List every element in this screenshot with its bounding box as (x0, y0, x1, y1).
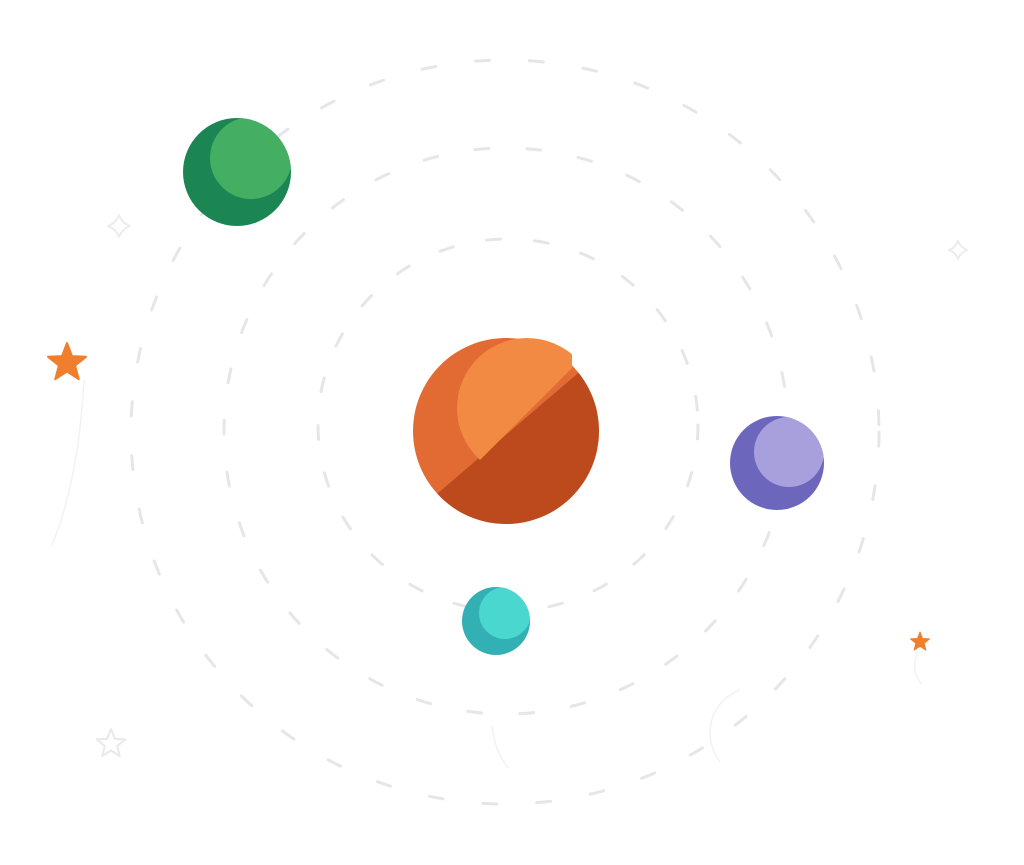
outline-star-bottom-left (95, 728, 127, 758)
orange-star-small (910, 631, 930, 651)
trail-line-bottom (709, 689, 741, 763)
outer-orbit (129, 58, 881, 806)
purple-planet (730, 416, 824, 510)
orange-star-large (47, 342, 87, 381)
trail-line-right (914, 651, 923, 685)
sun-planet (413, 338, 599, 524)
teal-planet (462, 587, 530, 655)
trail-line-teal (491, 724, 509, 769)
green-planet (183, 118, 291, 226)
trail-line-left (51, 379, 85, 546)
outline-sparkle-top-right (948, 240, 968, 260)
outline-sparkle-top-left (107, 214, 131, 238)
